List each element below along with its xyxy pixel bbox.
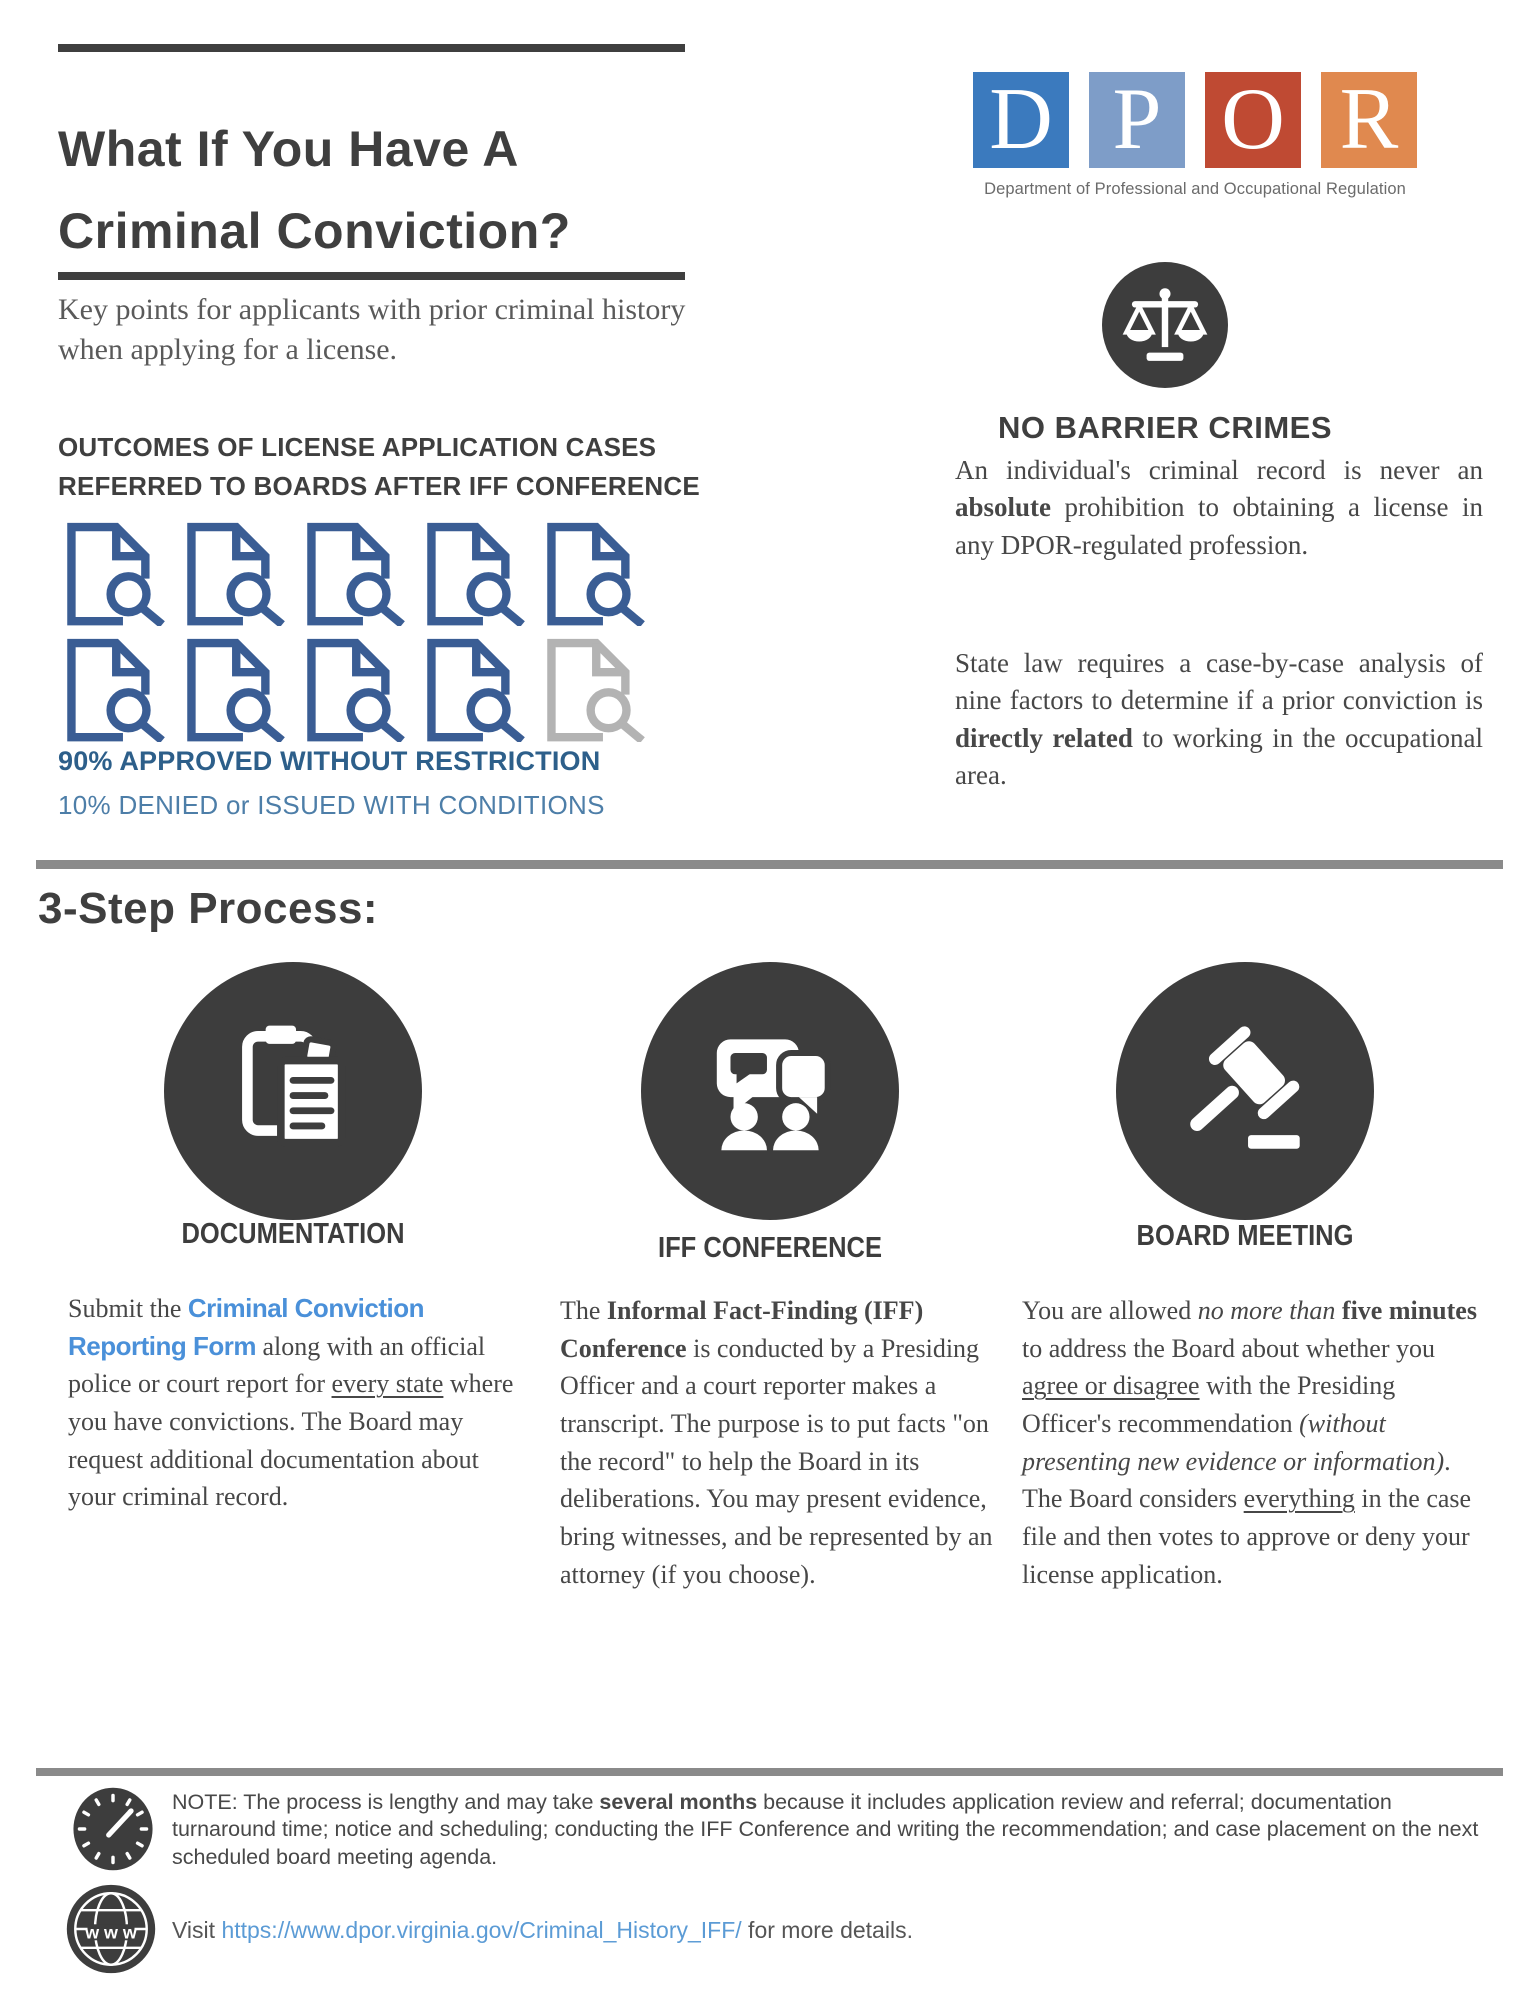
text-run: You are allowed bbox=[1022, 1296, 1198, 1325]
outcomes-heading-line2: REFERRED TO BOARDS AFTER IFF CONFERENCE bbox=[58, 471, 700, 501]
text-run: NOTE: The process is lengthy and may tak… bbox=[172, 1790, 600, 1814]
page-title: What If You Have A Criminal Conviction? bbox=[58, 108, 571, 272]
step-label-board-meeting: BOARD MEETING bbox=[1136, 1220, 1354, 1252]
svg-text:w w w: w w w bbox=[84, 1922, 137, 1942]
documentation-icon bbox=[164, 962, 422, 1220]
step-label-documentation: DOCUMENTATION bbox=[181, 1218, 405, 1250]
text-run: Informal Fact-Finding (IFF) Conference bbox=[560, 1296, 924, 1363]
text-run: directly related bbox=[955, 722, 1133, 753]
conference-icon bbox=[641, 962, 899, 1220]
scales-of-justice-icon bbox=[1102, 262, 1228, 388]
text-run: several months bbox=[599, 1790, 758, 1814]
text-run: because it includes application review a… bbox=[172, 1790, 1479, 1869]
title-rule-bottom bbox=[58, 272, 685, 280]
text-run: along with an official police or court r… bbox=[68, 1331, 486, 1399]
title-line2: Criminal Conviction? bbox=[58, 202, 571, 259]
step-body-board-meeting: You are allowed no more than five minute… bbox=[1022, 1292, 1486, 1594]
text-run: every state bbox=[331, 1369, 444, 1399]
process-heading: 3-Step Process: bbox=[38, 884, 379, 933]
outcomes-heading: OUTCOMES OF LICENSE APPLICATION CASES RE… bbox=[58, 428, 700, 506]
outcomes-icon-grid bbox=[58, 520, 650, 742]
denied-application-icon bbox=[547, 638, 645, 742]
approved-stat: 90% APPROVED WITHOUT RESTRICTION bbox=[58, 746, 601, 776]
no-barrier-para2: State law requires a case-by-case analys… bbox=[955, 645, 1483, 794]
text-run: no more than bbox=[1197, 1296, 1336, 1325]
clock-icon bbox=[70, 1786, 156, 1876]
approved-application-icon bbox=[67, 522, 165, 626]
approved-application-icon bbox=[307, 638, 405, 742]
text-run: . The Board considers bbox=[1022, 1446, 1451, 1514]
logo-letter-r: R bbox=[1321, 72, 1417, 168]
footer-divider bbox=[36, 1768, 1503, 1776]
denied-stat: 10% DENIED or ISSUED WITH CONDITIONS bbox=[58, 790, 605, 820]
text-run: to working in the occupational area. bbox=[955, 722, 1483, 790]
text-run: for more details. bbox=[741, 1917, 913, 1943]
text-run: absolute bbox=[955, 492, 1052, 523]
text-run: where you have convictions. The Board ma… bbox=[68, 1369, 514, 1512]
text-run: everything bbox=[1243, 1484, 1355, 1514]
title-rule-top bbox=[58, 44, 685, 52]
logo-caption: Department of Professional and Occupatio… bbox=[984, 180, 1406, 198]
visit-link-line: Visit https://www.dpor.virginia.gov/Crim… bbox=[172, 1917, 913, 1944]
text-run: The bbox=[560, 1296, 607, 1325]
approved-application-icon bbox=[187, 522, 285, 626]
text-run: with the Presiding Officer's recommendat… bbox=[1022, 1371, 1396, 1439]
no-barrier-para1: An individual's criminal record is never… bbox=[955, 452, 1483, 564]
text-run: is conducted by a Presiding Officer and … bbox=[560, 1333, 993, 1589]
no-barrier-heading: NO BARRIER CRIMES bbox=[997, 410, 1332, 445]
logo-letter-p: P bbox=[1089, 72, 1185, 168]
text-run: to address the Board about whether you bbox=[1022, 1333, 1436, 1363]
approved-application-icon bbox=[427, 522, 525, 626]
text-run: An individual's criminal record is never… bbox=[955, 455, 1483, 485]
logo-letter-d: D bbox=[973, 72, 1069, 168]
title-line1: What If You Have A bbox=[58, 120, 519, 177]
process-note: NOTE: The process is lengthy and may tak… bbox=[172, 1789, 1484, 1871]
text-run: five minutes bbox=[1341, 1296, 1477, 1325]
text-run: Submit the bbox=[68, 1294, 188, 1323]
approved-application-icon bbox=[307, 522, 405, 626]
approved-application-icon bbox=[427, 638, 525, 742]
text-run: State law requires a case-by-case analys… bbox=[955, 648, 1483, 716]
step-body-iff-conference: The Informal Fact-Finding (IFF) Conferen… bbox=[560, 1292, 1018, 1594]
step-label-iff-conference: IFF CONFERENCE bbox=[657, 1232, 883, 1264]
step-body-documentation: Submit the Criminal Conviction Reporting… bbox=[68, 1290, 515, 1516]
approved-application-icon bbox=[187, 638, 285, 742]
outcomes-heading-line1: OUTCOMES OF LICENSE APPLICATION CASES bbox=[58, 432, 657, 462]
globe-www-icon: w w w bbox=[64, 1882, 158, 1976]
logo-letter-o: O bbox=[1205, 72, 1301, 168]
gavel-icon bbox=[1116, 962, 1374, 1220]
section-divider bbox=[36, 860, 1503, 869]
page-subtitle: Key points for applicants with prior cri… bbox=[58, 293, 686, 366]
approved-application-icon bbox=[67, 638, 165, 742]
text-run: prohibition to obtaining a license in an… bbox=[955, 492, 1483, 560]
text-run: Visit bbox=[172, 1917, 222, 1943]
text-run: in the case file and then votes to appro… bbox=[1022, 1484, 1472, 1589]
text-run: agree or disagree bbox=[1022, 1371, 1200, 1401]
dpor-criminal-history-link[interactable]: https://www.dpor.virginia.gov/Criminal_H… bbox=[221, 1917, 742, 1943]
approved-application-icon bbox=[547, 522, 645, 626]
text-run: Criminal Conviction Reporting Form bbox=[68, 1293, 424, 1361]
text-run: (without presenting new evidence or info… bbox=[1022, 1409, 1445, 1476]
